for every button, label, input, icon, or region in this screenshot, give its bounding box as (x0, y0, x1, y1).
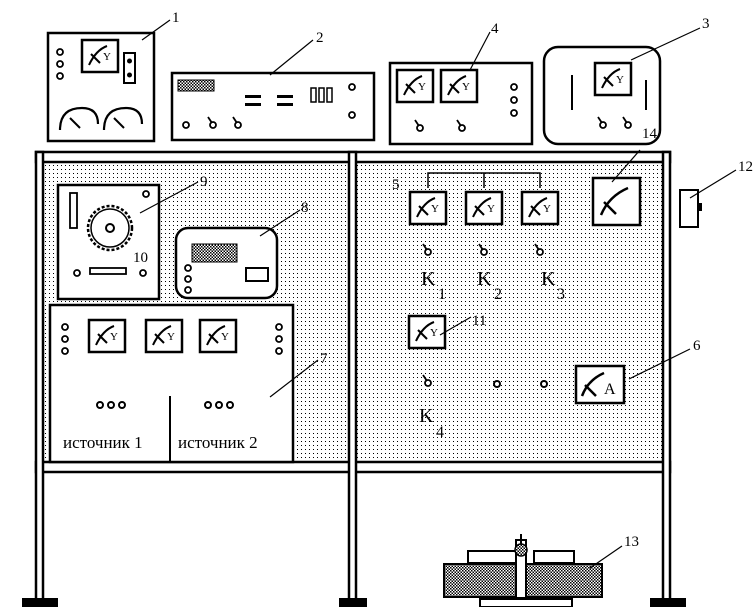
svg-text:K: K (541, 268, 556, 290)
svg-text:K: K (421, 268, 436, 290)
callout-6: 6 (693, 338, 701, 354)
callout-2: 2 (316, 30, 324, 46)
callout-10: 10 (133, 250, 148, 266)
callout-14: 14 (642, 126, 658, 142)
switch-k1: K 1 (421, 243, 446, 303)
instrument-9 (56, 183, 161, 301)
callout-leaders (139, 19, 737, 569)
instrument-8 (174, 226, 279, 300)
instrument-7-power-sources: источник 1 источник 2 (48, 303, 295, 464)
svg-text:A: A (604, 381, 616, 398)
callout-3: 3 (702, 16, 710, 32)
callout-7: 7 (320, 351, 328, 367)
switch-k4: K 4 (419, 374, 444, 441)
callout-4: 4 (491, 21, 499, 37)
source-2-label: источник 2 (178, 433, 258, 452)
svg-text:K: K (477, 268, 492, 290)
svg-text:4: 4 (436, 424, 444, 441)
device-13 (443, 534, 603, 607)
callout-11: 11 (472, 313, 486, 329)
callout-1: 1 (172, 10, 180, 26)
instrument-3 (542, 45, 662, 146)
callout-8: 8 (301, 200, 309, 216)
switch-k3: K 3 (534, 243, 565, 303)
callout-12: 12 (738, 159, 753, 175)
switch-k2: K 2 (477, 243, 502, 303)
device-12 (679, 189, 699, 228)
ammeter-6: A (574, 364, 626, 405)
meter-14 (591, 176, 642, 227)
svg-text:2: 2 (494, 286, 502, 303)
svg-text:1: 1 (438, 286, 446, 303)
callout-9: 9 (200, 174, 208, 190)
callout-5: 5 (392, 177, 400, 193)
instrument-2 (170, 71, 376, 142)
svg-text:3: 3 (557, 286, 565, 303)
meter-11 (407, 314, 447, 350)
instrument-1 (46, 31, 156, 143)
source-1-label: источник 1 (63, 433, 143, 452)
callout-13: 13 (624, 534, 639, 550)
instrument-4 (388, 61, 534, 146)
callout-numbers: 1 2 3 4 5 6 7 8 9 10 11 12 13 14 (133, 10, 753, 550)
svg-text:K: K (419, 405, 434, 427)
meter-group-5 (408, 172, 560, 226)
